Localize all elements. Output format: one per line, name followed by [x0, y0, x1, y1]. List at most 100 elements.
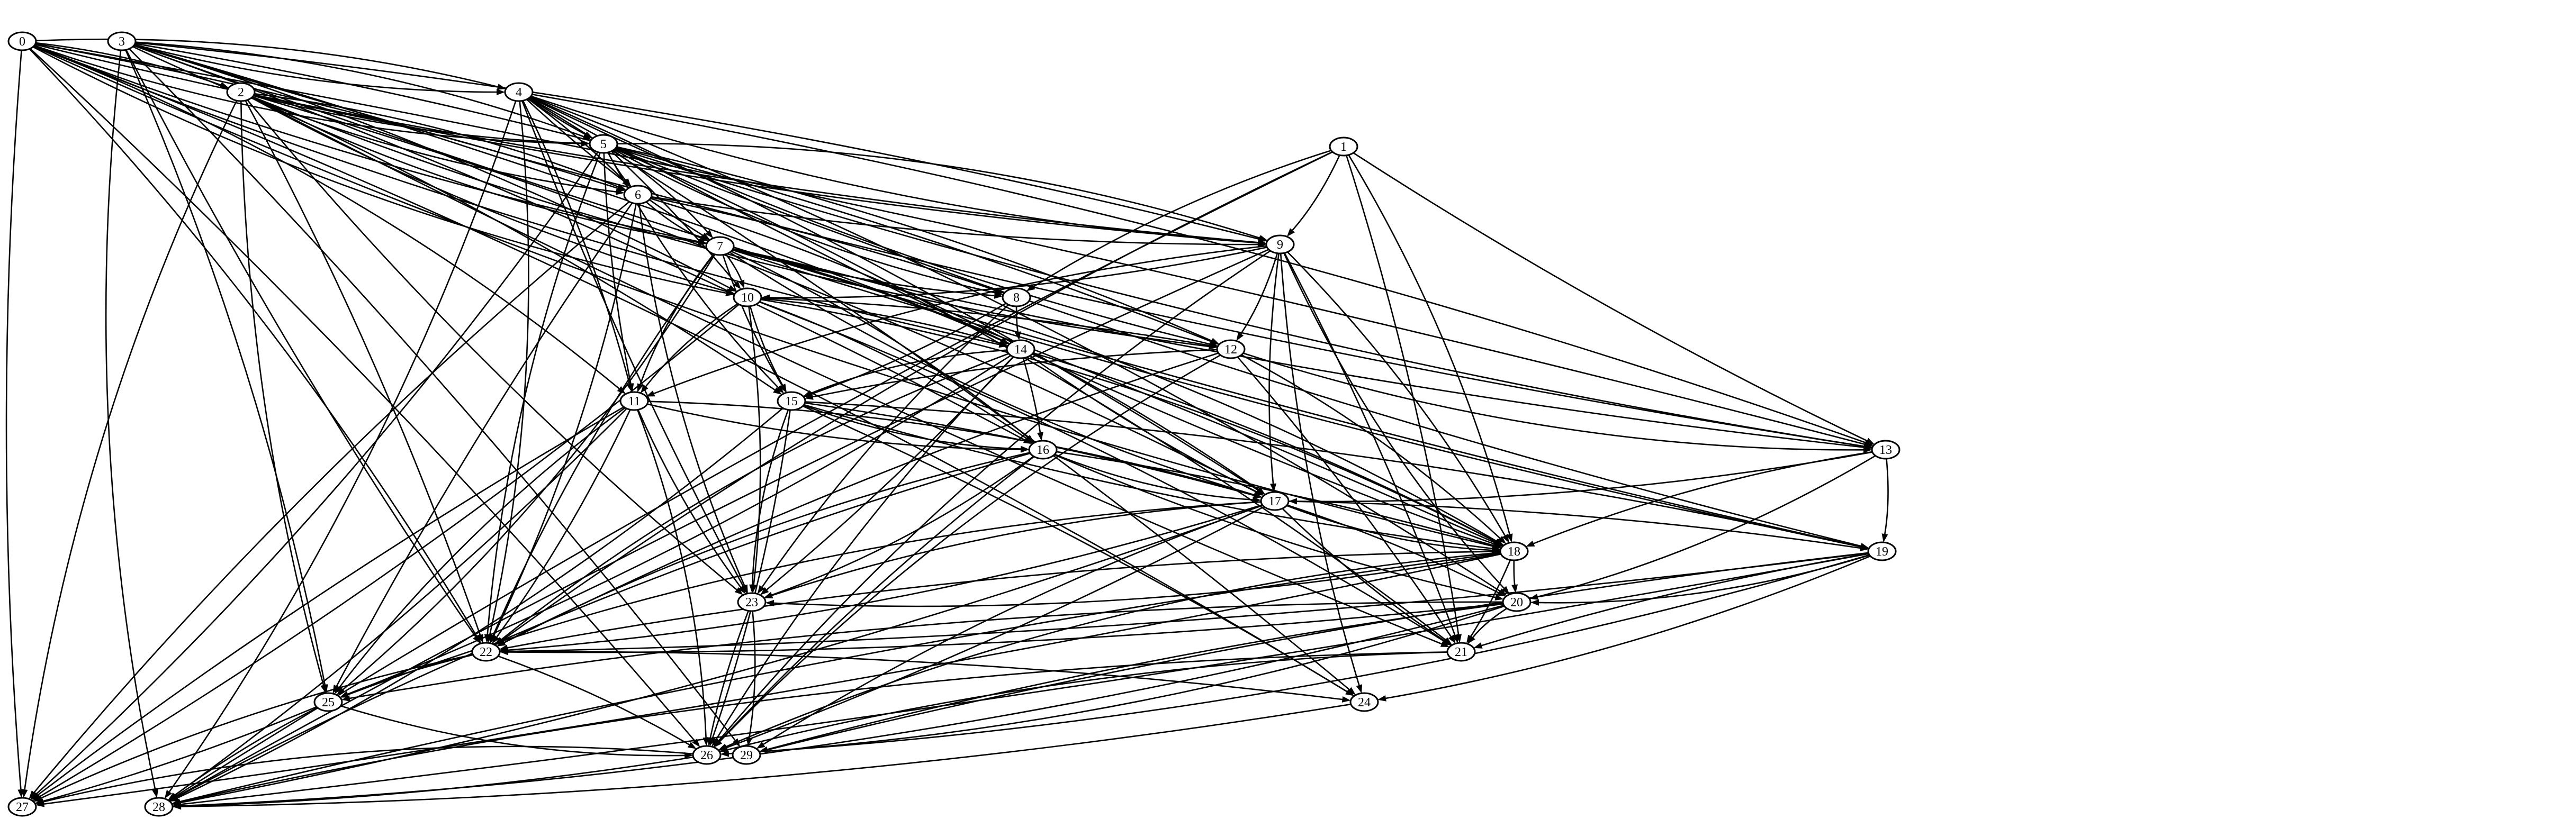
node-label: 18: [1508, 545, 1520, 559]
edge-3-12: [134, 43, 1219, 345]
edge-1-8: [1026, 150, 1331, 292]
arrowhead: [1286, 228, 1295, 237]
node-label: 8: [1013, 291, 1020, 305]
node-ellipse: [107, 31, 137, 51]
node-ellipse: [1446, 642, 1476, 662]
arrowhead: [1341, 696, 1351, 703]
arrowhead: [719, 747, 729, 753]
edge-7-25: [336, 254, 716, 695]
edge-3-28: [105, 50, 158, 798]
edge-19-28: [172, 553, 1869, 808]
arrowhead: [334, 685, 342, 694]
edge-21-26: [719, 651, 1448, 753]
edge-26-28: [173, 756, 693, 809]
arrowhead: [1026, 284, 1035, 292]
arrowhead: [1377, 695, 1386, 702]
edge-12-21: [1237, 356, 1456, 644]
node-label: 27: [16, 800, 29, 814]
node-ellipse: [313, 692, 343, 712]
node-label: 21: [1455, 645, 1467, 659]
edge-15-26: [709, 410, 791, 747]
edge-22-26: [498, 655, 697, 749]
node-label: 19: [1876, 545, 1888, 559]
arrowhead: [692, 739, 700, 748]
arrowhead: [168, 793, 177, 800]
node-25: 25: [313, 692, 343, 712]
edge-22-27: [33, 654, 473, 802]
node-ellipse: [1002, 287, 1031, 307]
node-label: 13: [1879, 443, 1892, 457]
arrowhead: [764, 592, 773, 598]
node-label: 3: [119, 35, 125, 49]
edge-6-7: [645, 201, 709, 241]
arrowhead: [746, 737, 753, 747]
arrowhead: [31, 792, 40, 800]
node-ellipse: [777, 391, 806, 411]
node-ellipse: [1028, 440, 1058, 460]
edge-14-18: [1033, 352, 1503, 546]
arrowhead: [1473, 642, 1483, 649]
edge-17-20: [1286, 504, 1506, 597]
arrowhead: [1037, 432, 1043, 441]
node-label: 16: [1037, 443, 1049, 457]
edge-14-16: [1022, 358, 1043, 441]
node-label: 28: [152, 800, 165, 814]
node-27: 27: [7, 797, 37, 817]
arrowhead: [152, 789, 158, 798]
arrowhead: [734, 587, 743, 595]
arrowhead: [1881, 533, 1888, 543]
edge-15-23: [749, 410, 789, 593]
node-23: 23: [737, 592, 767, 612]
arrowhead: [172, 799, 181, 805]
node-13: 13: [1871, 440, 1901, 460]
edge-17-23: [764, 501, 1262, 598]
arrowhead: [473, 634, 481, 644]
node-29: 29: [732, 745, 761, 765]
arrowhead: [994, 292, 1003, 299]
edge-19-24: [1377, 555, 1871, 702]
arrowhead: [615, 188, 625, 195]
arrowhead: [1865, 439, 1874, 446]
edge-11-23: [637, 409, 746, 594]
arrowhead: [759, 746, 769, 753]
node-label: 1: [1340, 140, 1347, 154]
node-18: 18: [1499, 541, 1529, 561]
node-label: 12: [1224, 343, 1237, 357]
node-ellipse: [1265, 234, 1295, 254]
edge-25-28: [168, 707, 318, 800]
node-8: 8: [1002, 287, 1031, 307]
arrowhead: [727, 285, 737, 292]
node-label: 10: [741, 291, 754, 305]
edge-13-19: [1881, 458, 1889, 543]
node-0: 0: [7, 31, 37, 51]
edge-3-6: [132, 46, 625, 195]
arrowhead: [1448, 634, 1456, 644]
arrowhead: [641, 384, 648, 393]
edge-10-14: [761, 298, 1008, 347]
edge-15-24: [802, 405, 1354, 696]
node-label: 0: [19, 35, 25, 49]
edge-7-10: [725, 253, 745, 289]
node-12: 12: [1216, 339, 1246, 359]
arrowhead: [1494, 539, 1503, 546]
node-14: 14: [1006, 339, 1035, 359]
arrowhead: [1356, 684, 1363, 694]
arrowhead: [1530, 599, 1539, 606]
arrowhead: [760, 587, 769, 595]
edge-16-26: [714, 456, 1034, 748]
arrowhead: [1443, 638, 1452, 645]
node-22: 22: [471, 642, 501, 662]
node-5: 5: [589, 134, 618, 154]
edges-layer: [5, 38, 1889, 810]
arrowhead: [757, 585, 765, 594]
arrowhead: [1209, 342, 1218, 349]
node-ellipse: [1867, 541, 1897, 561]
edge-3-4: [134, 44, 505, 95]
arrowhead: [21, 789, 28, 798]
arrowhead: [492, 635, 500, 644]
node-17: 17: [1260, 491, 1290, 511]
edge-15-17: [805, 402, 1262, 498]
node-16: 16: [1028, 440, 1058, 460]
node-6: 6: [623, 185, 653, 205]
edge-10-11: [641, 303, 738, 393]
